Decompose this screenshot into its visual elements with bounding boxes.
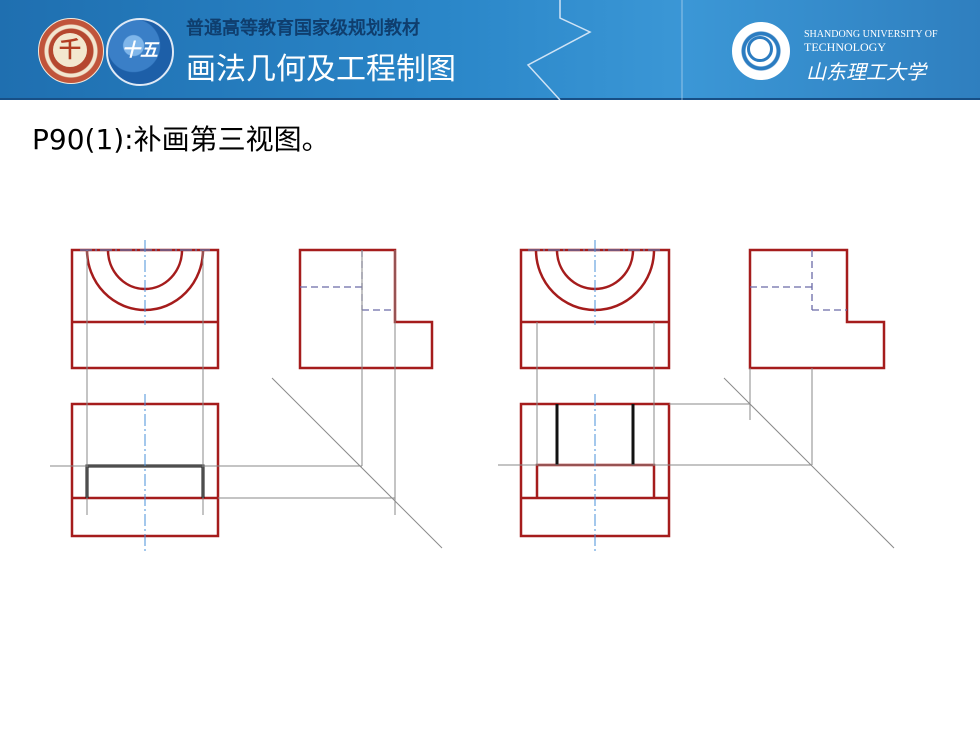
problem-views-left xyxy=(50,240,443,552)
centerlines-right xyxy=(528,240,662,552)
header-decoration xyxy=(0,0,980,100)
tenth-five-year-plan-logo-icon xyxy=(106,18,174,86)
university-name-en-line2: TECHNOLOGY xyxy=(804,40,886,54)
header-title: 画法几何及工程制图 xyxy=(186,52,456,87)
university-name-cn: 山东理工大学 xyxy=(806,60,926,84)
header-subtitle: 普通高等教育国家级规划教材 xyxy=(186,18,420,39)
answer-views-right xyxy=(498,240,895,552)
side-view-right xyxy=(748,248,886,370)
university-seal-icon xyxy=(38,18,104,84)
problem-title: P90(1):补画第三视图。 xyxy=(32,123,330,156)
projection-lines-right xyxy=(498,322,895,549)
university-name-en-line1: SHANDONG UNIVERSITY OF xyxy=(804,29,938,40)
projection-lines-left xyxy=(50,250,443,549)
university-seal-mark-icon xyxy=(747,36,773,62)
side-view-left xyxy=(298,248,434,370)
university-seal-glyph: 千 xyxy=(53,33,87,67)
centerlines-left xyxy=(80,240,210,552)
tenth-five-year-plan-logo-text: 十五 xyxy=(122,40,158,61)
